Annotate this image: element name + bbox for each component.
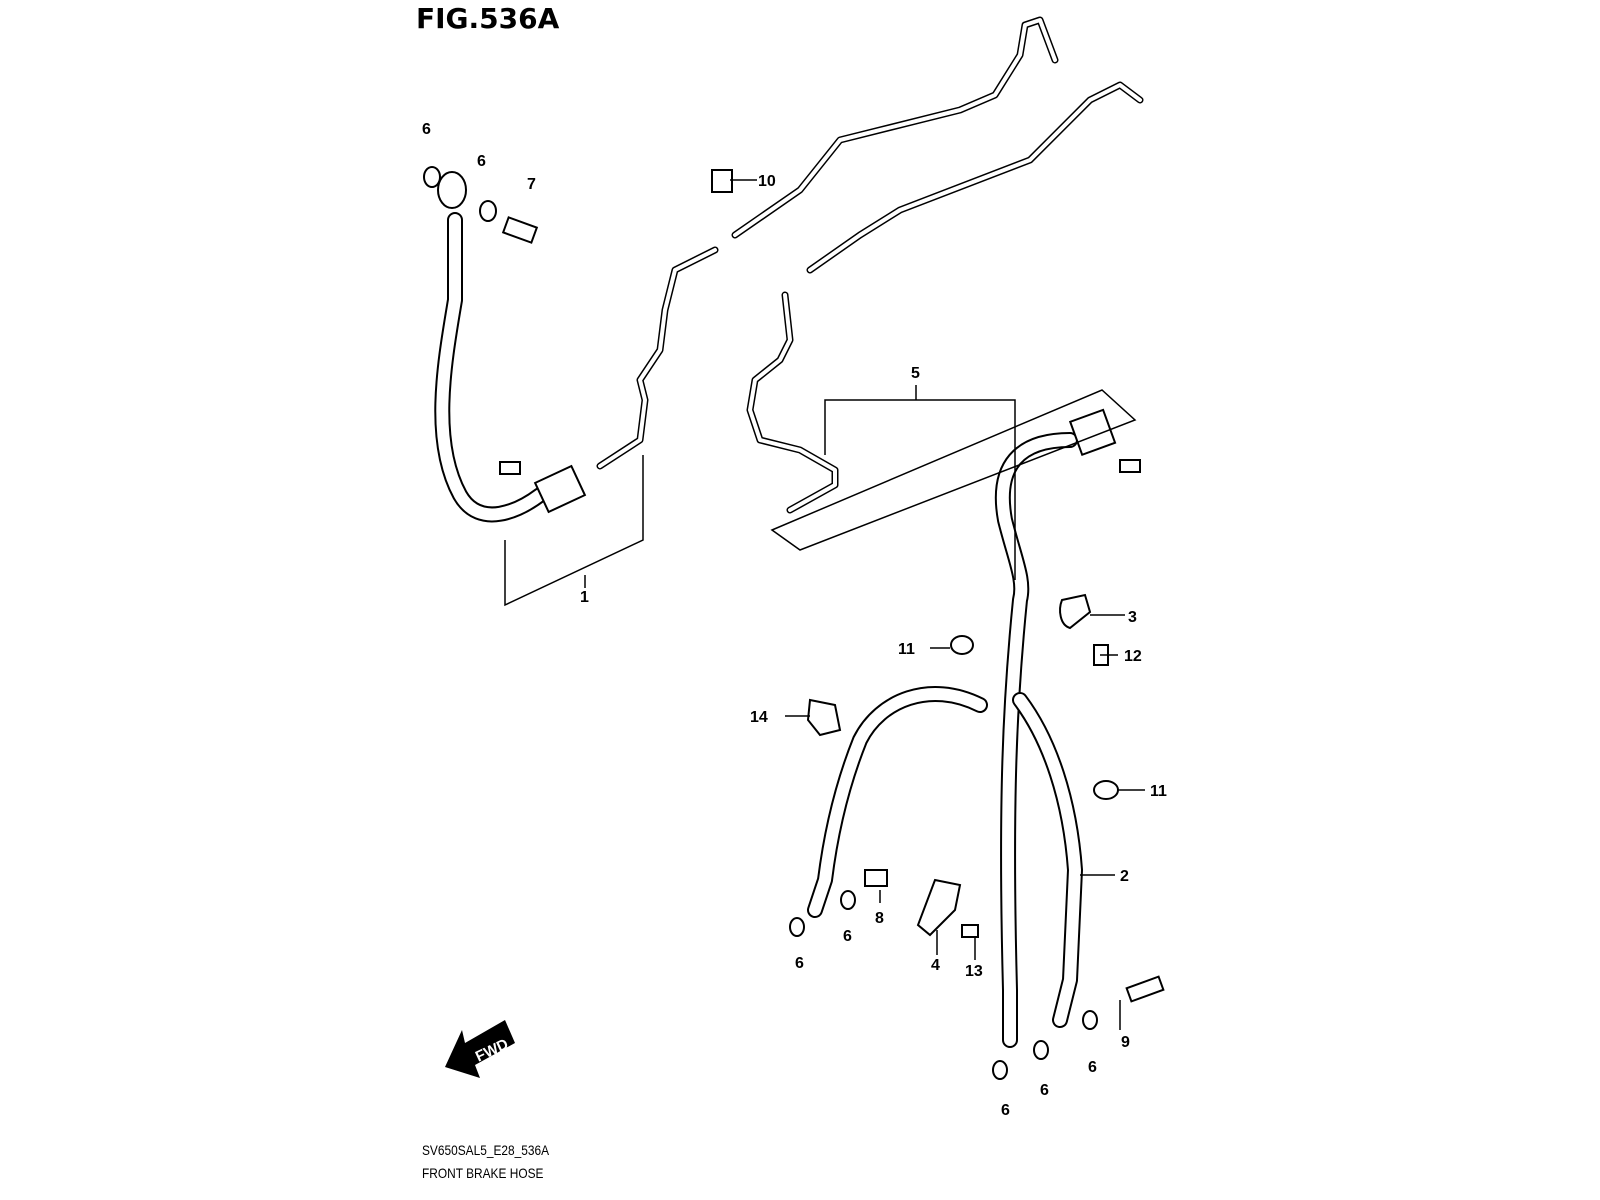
leader-lines	[504, 179, 1145, 1030]
bolt-icon	[1119, 459, 1141, 473]
clamp-11-icon	[1093, 780, 1119, 800]
callout-label: 6	[477, 153, 486, 170]
washer-icon	[1082, 1010, 1098, 1030]
callout-label: 6	[843, 928, 852, 945]
callout-label: 3	[1128, 609, 1137, 626]
callout-label: 6	[1001, 1102, 1010, 1119]
brake-hose-center	[994, 408, 1117, 1048]
callout-label: 6	[1088, 1059, 1097, 1076]
washer-icon	[479, 200, 497, 222]
brake-hose-lower-left	[807, 685, 988, 918]
fwd-arrow-icon: FWD	[445, 1020, 515, 1078]
brake-hose-2	[1012, 692, 1083, 1028]
callout-label: 4	[931, 957, 940, 974]
hose-joint-block	[1068, 408, 1117, 457]
callout-labels: 6 6 7 10 5 1 3 11 12 14 11 2 8 6 6 4 13 …	[422, 121, 1167, 1119]
clamp-14-icon	[806, 698, 842, 737]
model-code: SV650SAL5_E28_536A	[422, 1142, 550, 1158]
callout-label: 10	[758, 173, 776, 190]
bolt-8-icon	[864, 869, 888, 887]
bolt-icon	[499, 461, 521, 475]
union-bolt-9-icon	[1125, 975, 1165, 1003]
callout-label: 5	[911, 365, 920, 382]
clamp-11-icon	[950, 635, 974, 655]
figure-caption: FRONT BRAKE HOSE	[422, 1165, 544, 1181]
clamp-icon	[711, 169, 733, 193]
callout-label: 7	[527, 176, 536, 193]
callout-label: 1	[580, 589, 589, 606]
washer-icon	[423, 166, 441, 188]
brake-pipe-right	[746, 81, 1144, 514]
washer-icon	[992, 1060, 1008, 1080]
callout-label: 9	[1121, 1034, 1130, 1051]
callout-label: 8	[875, 910, 884, 927]
hose-joint-block	[533, 464, 587, 514]
brake-hose-1	[434, 171, 587, 523]
callout-label: 11	[898, 641, 915, 658]
union-bolt-icon	[501, 216, 539, 244]
washer-icon	[789, 917, 805, 937]
banjo-fitting	[437, 171, 467, 209]
washer-icon	[840, 890, 856, 910]
callout-label: 13	[965, 963, 983, 980]
washer-icon	[1033, 1040, 1049, 1060]
figure-title: FIG.536A	[416, 2, 560, 35]
callout-label: 11	[1150, 783, 1167, 800]
callout-label: 6	[422, 121, 431, 138]
callout-label: 2	[1120, 868, 1129, 885]
callout-label: 14	[750, 709, 768, 726]
clamp-3-icon	[1059, 593, 1092, 630]
callout-label: 6	[1040, 1082, 1049, 1099]
bracket-4-icon	[916, 878, 962, 937]
bolt-13-icon	[961, 924, 979, 938]
callout-label: 6	[795, 955, 804, 972]
brake-pipe-left	[596, 16, 1059, 470]
callout-label: 12	[1124, 648, 1142, 665]
